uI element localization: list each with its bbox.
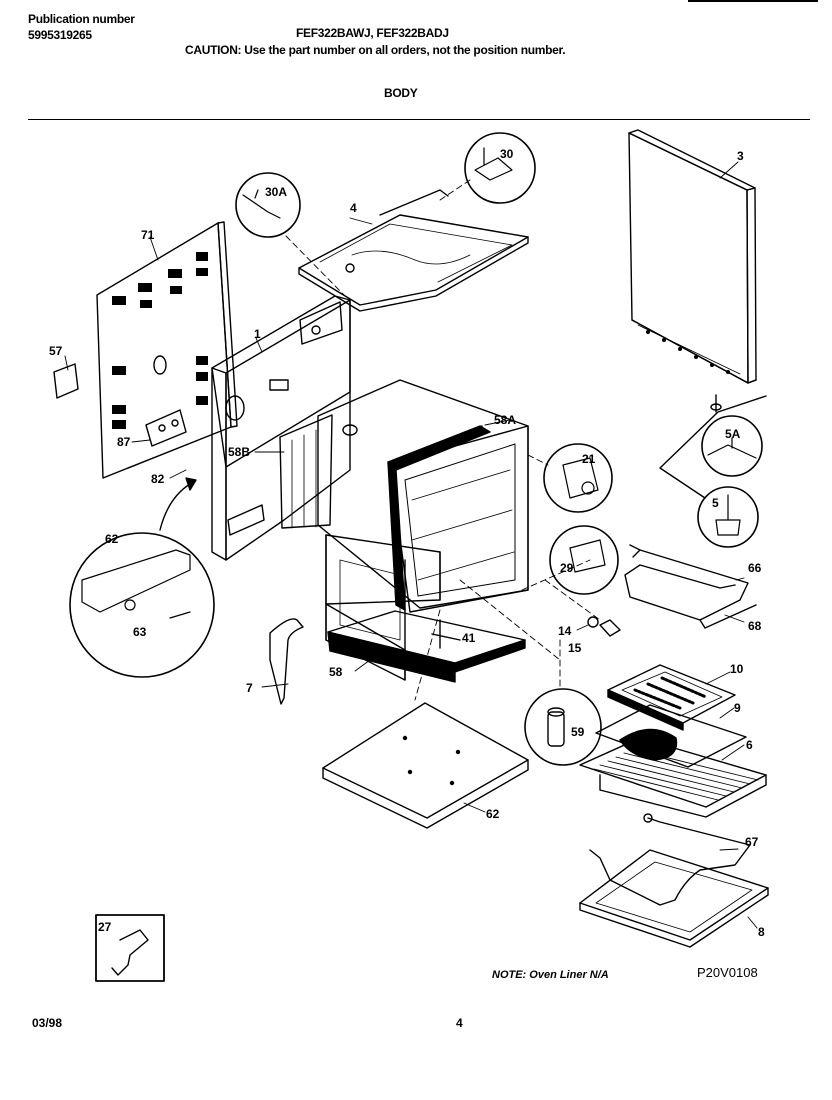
callout-4: 4 (350, 201, 357, 215)
detail-circles (69, 132, 763, 766)
arrow-82 (159, 477, 197, 531)
callout-labels: 71 57 87 1 82 62 63 7 58B 4 30A 30 3 58A… (32, 147, 765, 1030)
callout-27: 27 (98, 920, 112, 934)
callout-67: 67 (745, 835, 759, 849)
callout-68: 68 (748, 619, 762, 633)
callout-63: 63 (133, 625, 147, 639)
callout-59: 59 (571, 725, 585, 739)
side-insulation (279, 414, 333, 529)
callout-58: 58 (329, 665, 343, 679)
bottom-panel (322, 702, 529, 829)
callout-66: 66 (748, 561, 762, 575)
dashed-lines (285, 179, 601, 701)
callout-30a: 30A (265, 185, 287, 199)
callout-29: 29 (560, 561, 574, 575)
callout-10: 10 (730, 662, 744, 676)
callout-9: 9 (734, 701, 741, 715)
callout-5: 5 (712, 496, 719, 510)
callout-57: 57 (49, 344, 63, 358)
oven-cavity (317, 379, 529, 613)
callout-58a: 58A (494, 413, 516, 427)
callout-58b: 58B (228, 445, 250, 459)
side-panel (628, 129, 757, 384)
callout-7: 7 (246, 681, 253, 695)
inset-box-27 (95, 914, 165, 982)
model-numbers: FEF322BAWJ, FEF322BADJ (296, 26, 449, 40)
callout-6: 6 (746, 738, 753, 752)
callout-14: 14 (558, 624, 572, 638)
callout-82: 82 (151, 472, 165, 486)
light-socket (587, 616, 621, 637)
broil-element (624, 544, 757, 629)
oven-liner-note: NOTE: Oven Liner N/A (492, 969, 609, 981)
section-title: BODY (384, 86, 418, 100)
callout-62: 62 (105, 532, 119, 546)
bracket (269, 618, 304, 705)
footer-page-number: 4 (456, 1016, 463, 1030)
vent-tube (431, 619, 461, 649)
diagram-code: P20V0108 (697, 965, 758, 980)
bake-element (589, 813, 751, 906)
callout-21: 21 (582, 452, 596, 466)
caution-text: CAUTION: Use the part number on all orde… (185, 43, 566, 57)
leveler-lines (659, 394, 767, 499)
callout-87: 87 (117, 435, 131, 449)
rear-panel (96, 221, 238, 479)
cabinet-body (211, 295, 351, 561)
top-edge-mark (688, 0, 818, 2)
callout-5a: 5A (725, 427, 741, 441)
leader-lines (64, 161, 758, 929)
publication-number: 5995319265 (28, 28, 92, 42)
publication-label: Publication number (28, 12, 135, 26)
oven-bottom (579, 849, 769, 948)
callout-71: 71 (141, 228, 155, 242)
footer-date: 03/98 (32, 1016, 62, 1030)
callout-41: 41 (462, 631, 476, 645)
header-rule (28, 119, 810, 120)
callout-8: 8 (758, 925, 765, 939)
small-plate (53, 363, 79, 399)
callout-1: 1 (254, 327, 261, 341)
oven-rack (579, 737, 767, 818)
callout-62-bottom: 62 (486, 807, 500, 821)
broiler-pan-insert (607, 664, 736, 731)
top-panel (298, 189, 529, 312)
callout-3: 3 (737, 149, 744, 163)
sensor-part (547, 707, 565, 747)
inset-details (81, 147, 757, 619)
callout-15: 15 (568, 641, 582, 655)
callout-30: 30 (500, 147, 514, 161)
